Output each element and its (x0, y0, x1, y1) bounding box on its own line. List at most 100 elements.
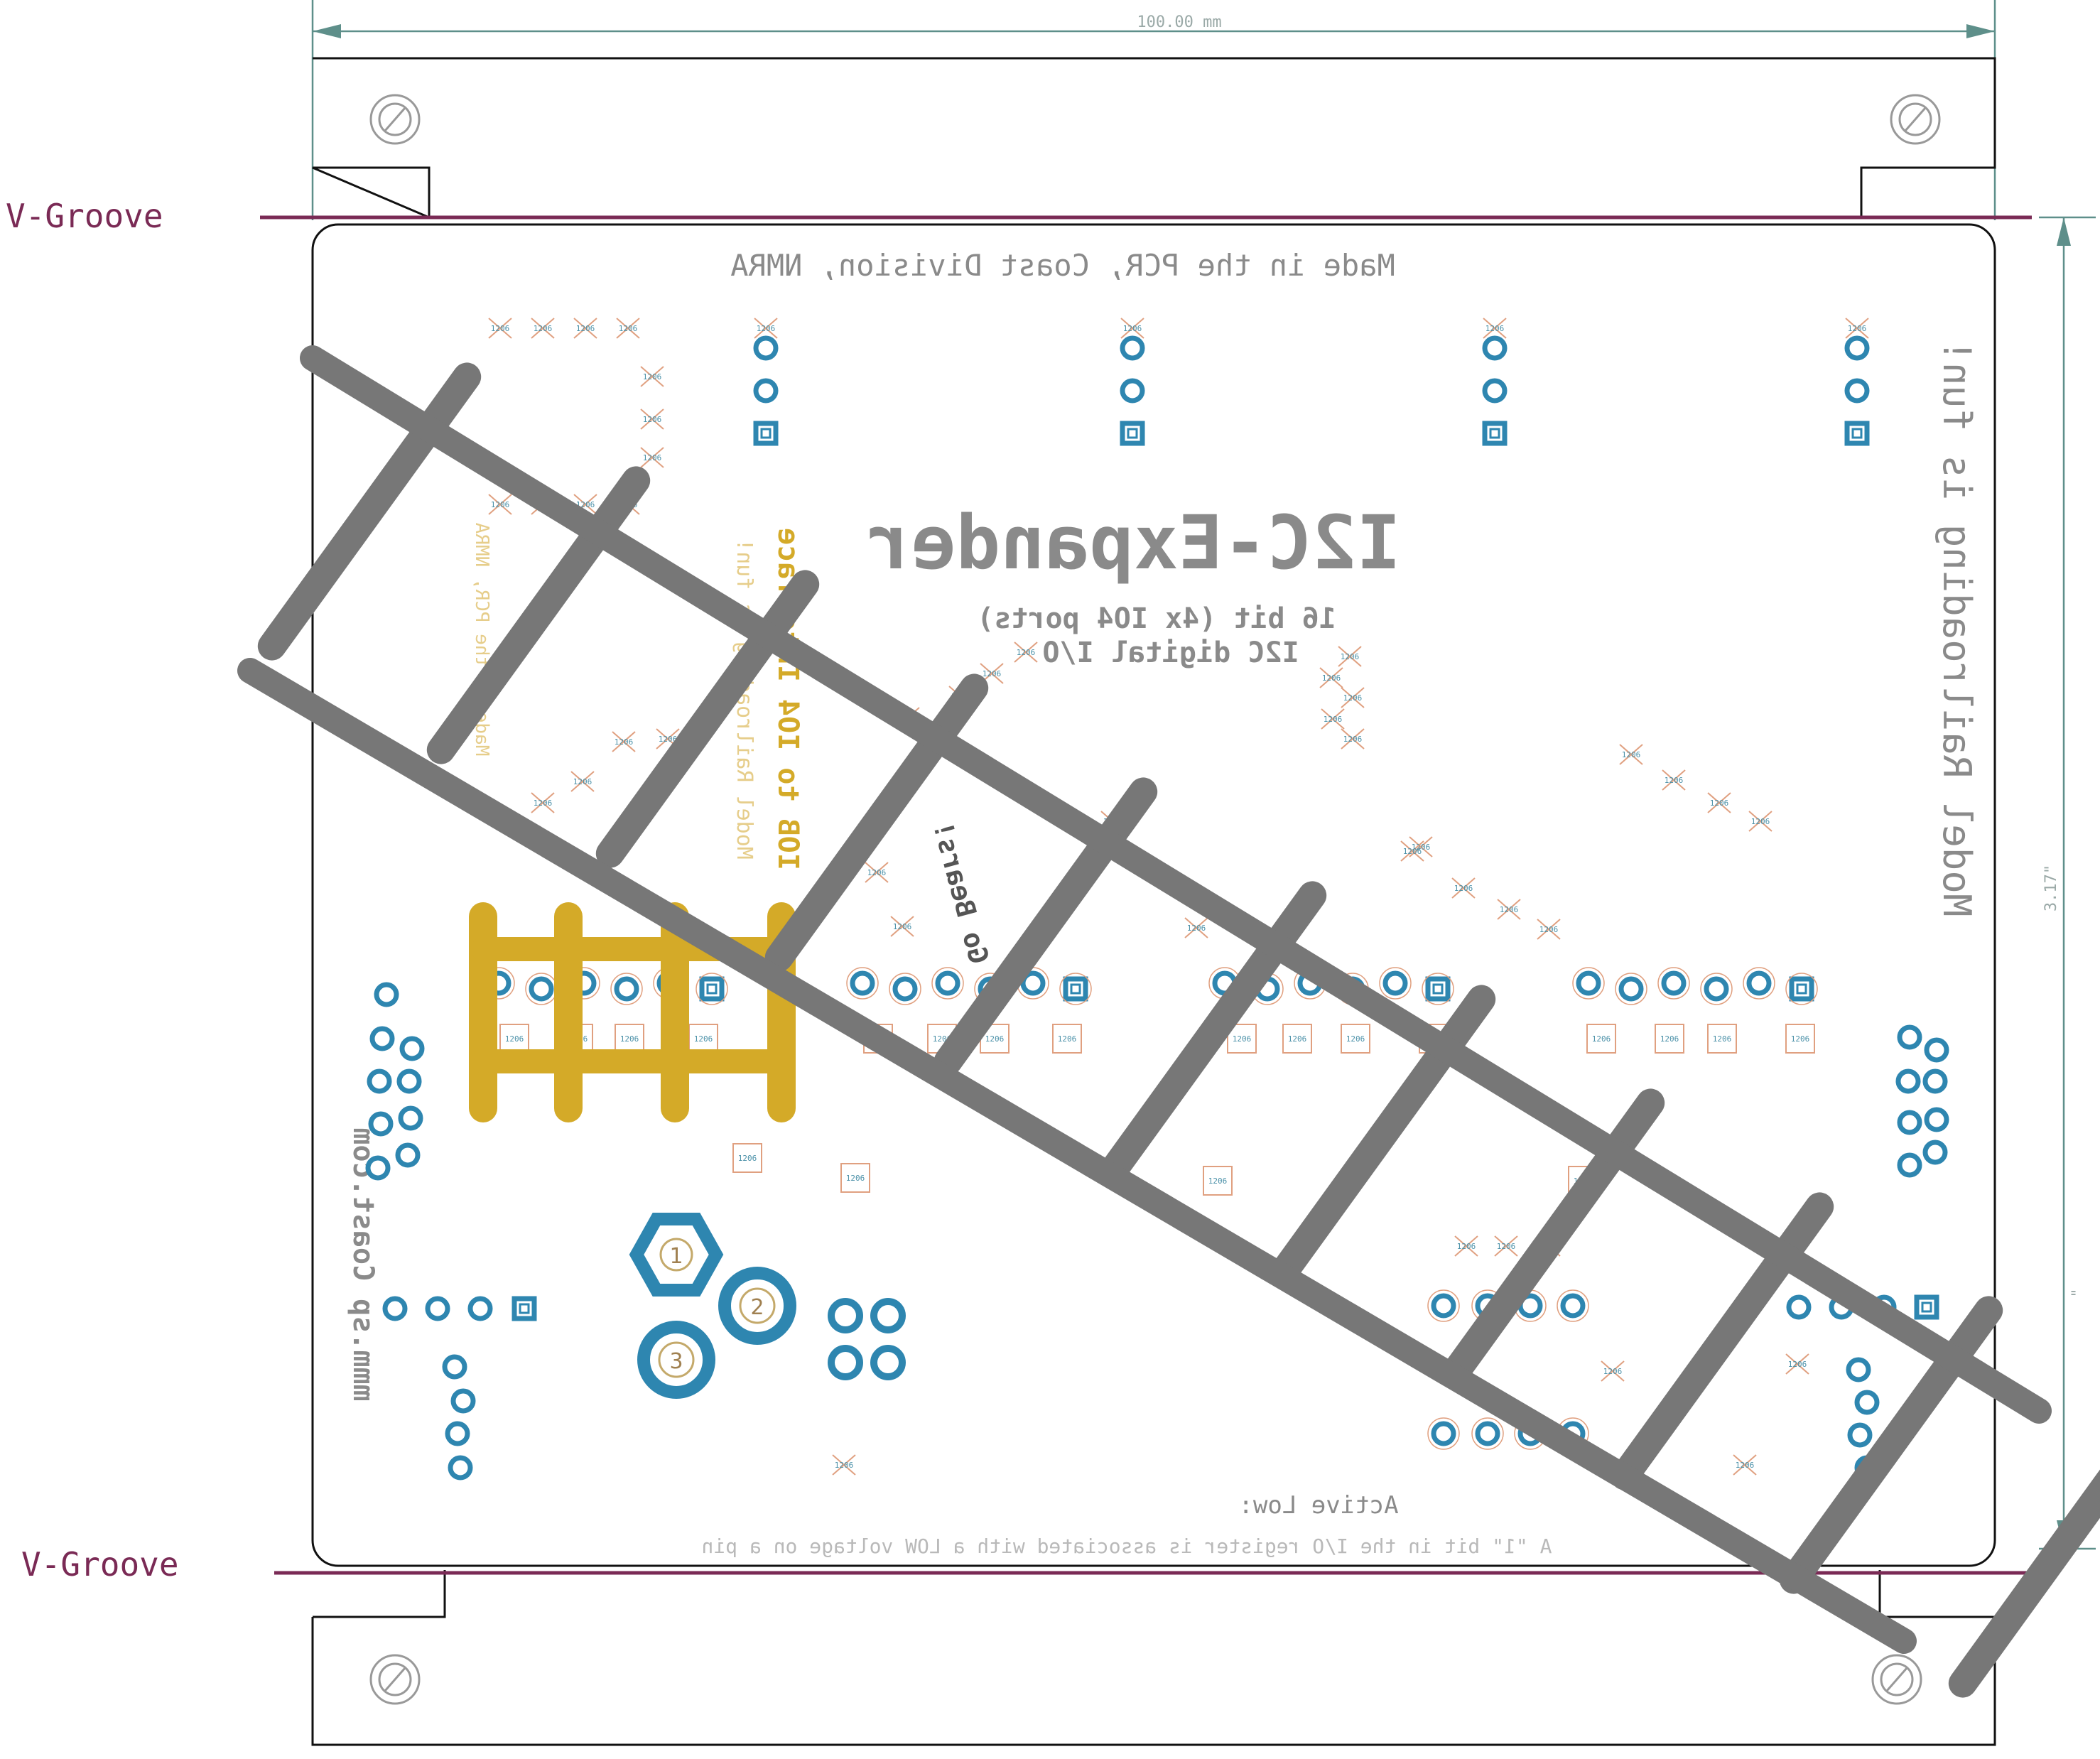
height-label: 3.17" (2042, 865, 2060, 911)
smd-label: 1206 (1485, 324, 1505, 333)
round-pad (396, 1068, 422, 1094)
round-pad (1895, 1068, 1921, 1094)
bottom-pads (828, 1289, 1589, 1450)
made-in-label: Made in the PCR, Coast Division, NMRA (730, 248, 1395, 283)
width-label: 100.00 mm (1137, 13, 1221, 31)
smd-label: 1206 (491, 500, 510, 509)
smd-label: 1206 (1403, 847, 1422, 856)
smd-label: 1206 (1603, 1367, 1623, 1376)
track-tie (426, 466, 651, 764)
smd-components: 1206 1206 1206 1206 1206 1206 1206 1206 1206 1206… (488, 318, 1815, 1476)
smd-label: 1206 (1660, 1034, 1679, 1044)
smd-x (1454, 1235, 1478, 1257)
round-pad (1897, 1024, 1922, 1050)
round-pad (1576, 970, 1601, 996)
smd-label: 1206 (1454, 884, 1473, 893)
smd-x (1845, 318, 1869, 339)
round-pad (365, 1155, 391, 1181)
smd-label: 1206 (985, 1034, 1005, 1044)
pad-hole (519, 1303, 530, 1314)
round-pad (870, 1345, 906, 1380)
width-dimension: 100.00 mm (311, 0, 1996, 220)
pad-hole (1489, 428, 1500, 439)
square-pad (1789, 976, 1814, 1002)
smd-x (1662, 769, 1686, 791)
smd-label: 1206 (846, 1174, 865, 1183)
round-pad (445, 1421, 470, 1446)
smd-x (656, 728, 680, 749)
smd-label: 1206 (1539, 925, 1559, 934)
smd-label: 1206 (1710, 799, 1729, 808)
pad-outline (1059, 973, 1092, 1005)
smd-x (890, 916, 914, 937)
smd-label: 1206 (1324, 715, 1343, 724)
round-pad (467, 1296, 493, 1321)
smd-label: 1206 (1848, 324, 1867, 333)
smd-label: 1206 (1592, 1034, 1611, 1044)
smd-x (1483, 318, 1507, 339)
round-pad (1482, 335, 1508, 361)
smd-label: 1206 (534, 799, 553, 808)
height-label-2: " (2069, 1288, 2087, 1297)
round-pad (1854, 1390, 1880, 1415)
smd-x (1341, 687, 1365, 708)
top-vgroove-label: V-Groove (6, 197, 163, 235)
round-pad (1482, 378, 1508, 404)
pad-outline (846, 967, 879, 1000)
smd-x (488, 494, 512, 515)
smd-label: 1206 (1208, 1176, 1228, 1186)
pad-outline (1422, 973, 1454, 1005)
round-pad (1924, 1107, 1949, 1132)
pad-hole (1796, 983, 1807, 995)
subtitle-ports: 16 bit (4x IO4 ports) (977, 602, 1336, 635)
smd-x (640, 366, 664, 387)
smd-x (1400, 840, 1424, 862)
pad-hole (1127, 428, 1138, 439)
pad-outline (1572, 967, 1605, 1000)
active-low-label: Active Low: (1238, 1491, 1398, 1520)
smd-label: 1206 (1058, 1034, 1077, 1044)
round-pad (442, 1354, 467, 1380)
round-pad (753, 378, 779, 404)
smd-label: 1206 (1788, 1360, 1807, 1369)
smd-footprint (1707, 1024, 1737, 1054)
smd-label: 1206 (1341, 652, 1360, 661)
smd-label: 1206 (1343, 693, 1363, 703)
rail-left (300, 345, 2052, 1424)
round-pad (448, 1455, 473, 1481)
side-slogan: Model Railroading is fun! (1934, 340, 1979, 917)
round-pad (1020, 970, 1046, 996)
round-pad (1786, 1294, 1812, 1320)
smd-label: 1206 (1346, 1034, 1365, 1044)
smd-label: 1206 (694, 1034, 713, 1044)
smd-x (865, 862, 889, 883)
smd-label: 1206 (1457, 1242, 1476, 1251)
smd-label: 1206 (1187, 924, 1206, 933)
round-pad (1704, 976, 1729, 1002)
smd-label: 1206 (1500, 905, 1519, 914)
pad-outline (1743, 967, 1775, 1000)
smd-footprint (1655, 1024, 1684, 1054)
round-pad (529, 976, 554, 1002)
smd-label: 1206 (1713, 1034, 1732, 1044)
round-pad (828, 1298, 863, 1333)
smd-x (1014, 642, 1038, 663)
smd-x (1601, 1360, 1625, 1382)
smd-label: 1206 (1343, 735, 1363, 744)
smd-label: 1206 (643, 372, 662, 381)
smd-footprint (1341, 1024, 1370, 1054)
round-pad (1897, 1152, 1922, 1178)
pad-outline (1657, 967, 1690, 1000)
round-pad (382, 1296, 408, 1321)
smd-x (1321, 708, 1345, 730)
smd-label: 1206 (491, 324, 510, 333)
pad-outline (1379, 967, 1412, 1000)
square-pad (1844, 421, 1870, 446)
top-breakaway-rail (312, 57, 1996, 220)
round-pad (374, 982, 399, 1007)
square-pad (1425, 976, 1451, 1002)
board-outline (311, 223, 1996, 1567)
pad-outline (889, 973, 921, 1005)
smd-label: 1206 (867, 868, 887, 877)
